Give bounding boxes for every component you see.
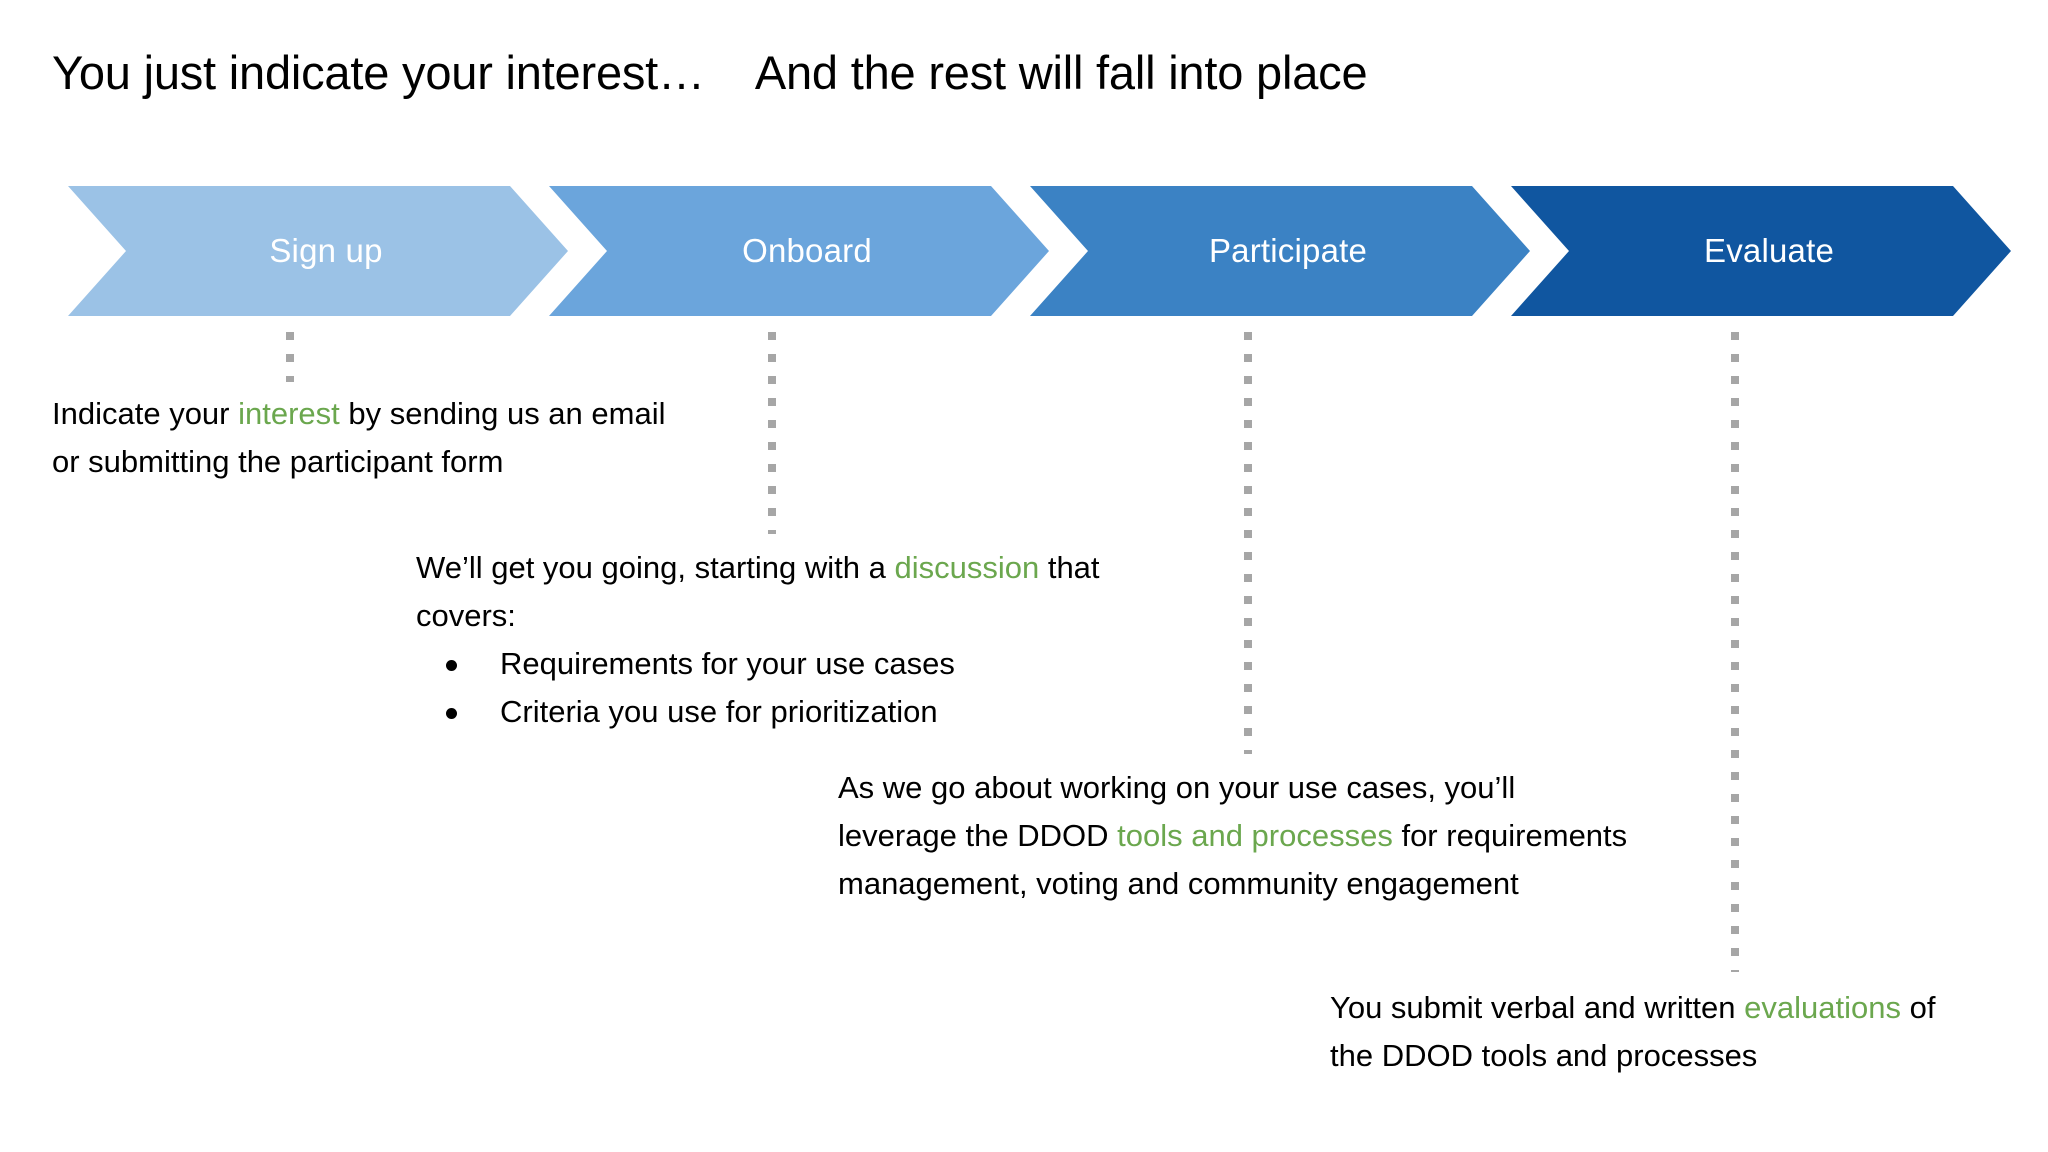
connector-line-participate bbox=[1244, 332, 1252, 754]
process-step-onboard[interactable]: Onboard bbox=[549, 186, 1049, 316]
connector-line-onboard bbox=[768, 332, 776, 534]
description-evaluate-part1: You submit verbal and written bbox=[1330, 990, 1745, 1025]
description-onboard: We’ll get you going, starting with a dis… bbox=[416, 544, 1156, 736]
process-step-label-participate: Participate bbox=[1208, 232, 1368, 269]
list-item-label: Criteria you use for prioritization bbox=[500, 694, 938, 729]
description-onboard-part2: that covers: bbox=[416, 550, 1100, 633]
list-item: Requirements for your use cases bbox=[416, 640, 1156, 688]
connector-line-evaluate bbox=[1731, 332, 1739, 972]
description-onboard-lead: We’ll get you going, starting with a dis… bbox=[416, 544, 1156, 640]
description-participate: As we go about working on your use cases… bbox=[838, 764, 1628, 908]
process-step-label-onboard: Onboard bbox=[742, 232, 872, 269]
page-title-left: You just indicate your interest… bbox=[52, 46, 705, 99]
process-step-sign-up[interactable]: Sign up bbox=[68, 186, 568, 316]
description-sign-up-highlight: interest bbox=[238, 396, 340, 431]
description-onboard-bullet-list: Requirements for your use cases Criteria… bbox=[416, 640, 1156, 736]
description-sign-up-part2: by sending us an email or submitting the… bbox=[52, 396, 666, 479]
description-participate-part2: for requirements management, voting and … bbox=[838, 818, 1628, 901]
connector-line-sign-up bbox=[286, 332, 294, 382]
description-onboard-part1: We’ll get you going, starting with a bbox=[416, 550, 895, 585]
description-sign-up: Indicate your interest by sending us an … bbox=[52, 390, 692, 486]
description-evaluate: You submit verbal and written evaluation… bbox=[1330, 984, 1980, 1080]
description-evaluate-part2: of the DDOD tools and processes bbox=[1330, 990, 1936, 1073]
process-step-participate[interactable]: Participate bbox=[1030, 186, 1530, 316]
description-sign-up-part1: Indicate your bbox=[52, 396, 239, 431]
description-onboard-highlight: discussion bbox=[894, 550, 1040, 585]
list-item-label: Requirements for your use cases bbox=[500, 646, 955, 681]
process-step-evaluate[interactable]: Evaluate bbox=[1511, 186, 2011, 316]
process-chevron-band: Sign up Onboard Participate Evaluate bbox=[0, 186, 2048, 316]
description-evaluate-highlight: evaluations bbox=[1744, 990, 1901, 1025]
description-participate-highlight: tools and processes bbox=[1117, 818, 1393, 853]
page-title-right: And the rest will fall into place bbox=[754, 46, 1368, 99]
process-step-label-sign-up: Sign up bbox=[269, 232, 383, 269]
description-participate-part1: As we go about working on your use cases… bbox=[838, 770, 1516, 853]
bullet-dot-icon bbox=[446, 708, 457, 719]
page-title: You just indicate your interest… And the … bbox=[52, 42, 1852, 112]
bullet-dot-icon bbox=[446, 660, 457, 671]
list-item: Criteria you use for prioritization bbox=[416, 688, 1156, 736]
process-step-label-evaluate: Evaluate bbox=[1703, 232, 1835, 269]
